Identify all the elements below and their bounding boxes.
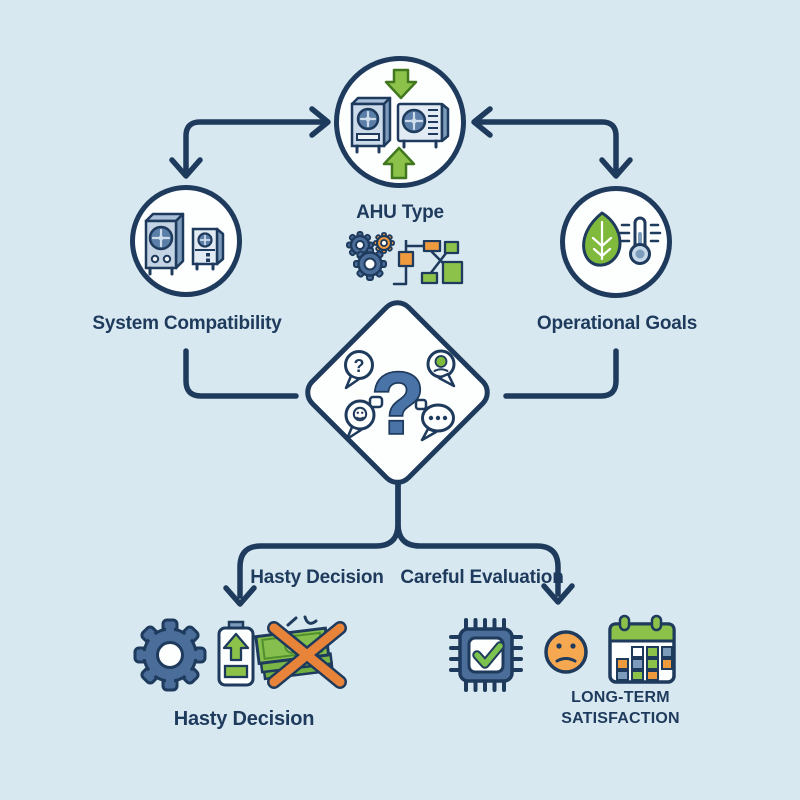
bubble-face-icon bbox=[344, 395, 384, 441]
connector-system-to-decision bbox=[183, 348, 299, 399]
connector-branch-careful bbox=[395, 475, 561, 597]
label-longterm-line2: SATISFACTION bbox=[561, 710, 680, 727]
connector-goals-to-decision bbox=[503, 348, 619, 399]
gear-small-left-icon bbox=[346, 231, 374, 259]
flowchart-icon bbox=[392, 240, 464, 286]
airflow-up-arrow-icon bbox=[382, 146, 416, 180]
label-outcome-longterm: LONG-TERM SATISFACTION bbox=[538, 687, 703, 729]
neutral-face-icon bbox=[544, 630, 588, 674]
chip-checkmark-icon bbox=[449, 618, 523, 692]
arrowhead-down-icon bbox=[169, 157, 203, 179]
hvac-cabinets-icon bbox=[144, 212, 225, 276]
label-longterm-line1: LONG-TERM bbox=[571, 689, 670, 706]
question-bubbles-icon: ? ? bbox=[344, 349, 456, 454]
calendar-icon bbox=[608, 614, 676, 684]
connector-system-to-ahu bbox=[183, 119, 327, 173]
label-branch-hasty: Hasty Decision bbox=[250, 567, 384, 588]
label-branch-careful: Careful Evaluation bbox=[400, 567, 564, 588]
leaf-icon bbox=[582, 211, 622, 267]
ahu-unit-left-icon bbox=[350, 96, 392, 154]
arrowhead-right-icon bbox=[309, 106, 331, 138]
thermometer-icon bbox=[618, 216, 662, 265]
gear-large-icon bbox=[353, 247, 387, 281]
longterm-outcome-icons bbox=[449, 614, 676, 692]
gear-orange-icon bbox=[373, 232, 395, 254]
bubble-ellipsis-icon bbox=[414, 398, 455, 442]
gears-icon bbox=[346, 231, 395, 281]
ahu-units-icon bbox=[350, 68, 450, 180]
low-battery-icon bbox=[217, 620, 255, 687]
airflow-down-arrow-icon bbox=[384, 68, 418, 100]
label-outcome-hasty: Hasty Decision bbox=[173, 708, 315, 730]
money-crossed-icon bbox=[254, 615, 347, 689]
bubble-question-icon: ? bbox=[344, 350, 374, 390]
arrowhead-down-icon bbox=[223, 585, 257, 607]
label-ahu-type: AHU Type bbox=[356, 202, 444, 223]
gear-icon bbox=[133, 618, 207, 692]
cabinet-small-icon bbox=[191, 227, 225, 271]
leaf-thermometer-icon bbox=[582, 211, 662, 267]
arrowhead-left-icon bbox=[471, 106, 493, 138]
hasty-outcome-icons bbox=[133, 615, 347, 692]
bubble-person-icon bbox=[426, 349, 456, 388]
connector-goals-to-ahu bbox=[475, 119, 619, 173]
arrowhead-down-icon bbox=[599, 157, 633, 179]
ahu-unit-right-icon bbox=[396, 102, 450, 149]
svg-text:?: ? bbox=[354, 356, 365, 376]
cabinet-large-icon bbox=[144, 212, 185, 276]
arrowhead-down-icon bbox=[541, 583, 575, 605]
label-system-compatibility: System Compatibility bbox=[92, 313, 282, 334]
label-operational-goals: Operational Goals bbox=[536, 313, 698, 334]
